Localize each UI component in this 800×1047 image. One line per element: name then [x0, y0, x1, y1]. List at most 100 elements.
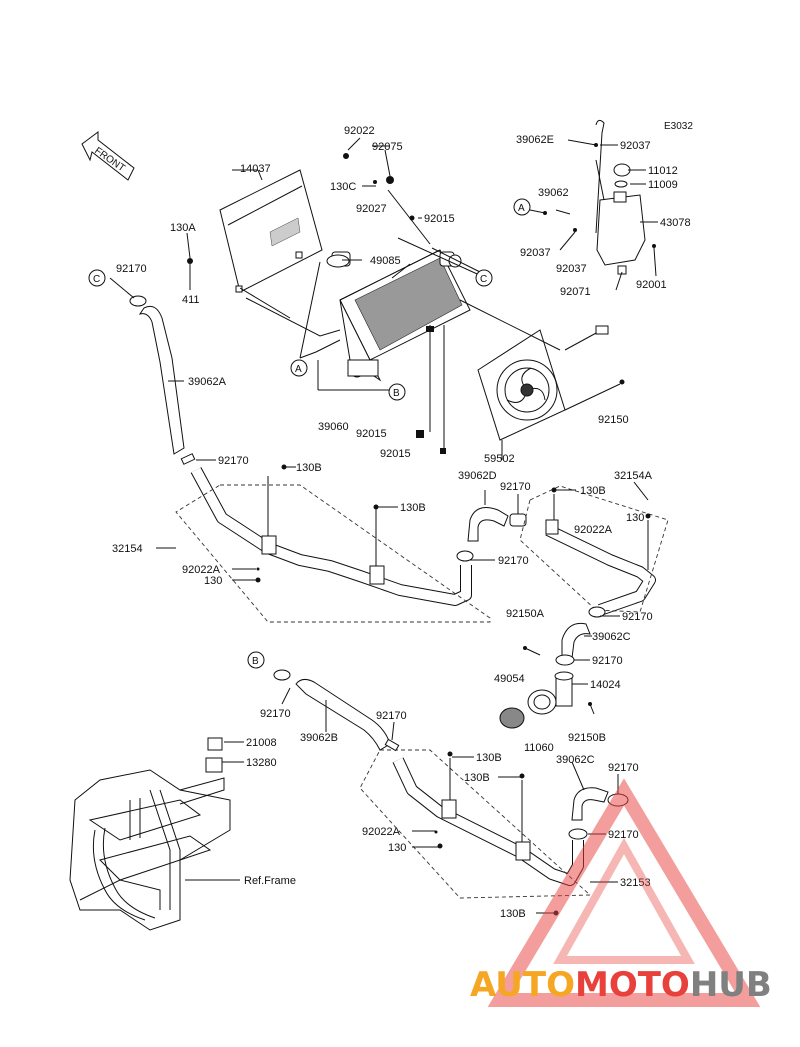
label-13280: 13280	[246, 757, 277, 769]
label-92170-d: 92170	[500, 481, 531, 493]
label-92170-mid: 92170	[218, 455, 249, 467]
label-21008: 21008	[246, 737, 277, 749]
clip-21008	[207, 737, 223, 751]
front-arrow-icon: FRONT	[81, 131, 135, 181]
label-130-3: 130	[388, 842, 406, 854]
label-32154A: 32154A	[614, 470, 653, 482]
label-49054: 49054	[494, 673, 525, 685]
label-92037-b: 92037	[520, 247, 551, 259]
hose-39062B	[295, 678, 391, 751]
label-14037: 14037	[240, 163, 271, 175]
callout-c-left: C	[88, 269, 106, 287]
radiator-cap	[326, 254, 350, 268]
label-39062: 39062	[538, 187, 569, 199]
label-92075: 92075	[372, 141, 403, 153]
svg-text:A: A	[295, 364, 302, 375]
label-49085: 49085	[370, 255, 401, 267]
leader-lines	[109, 137, 658, 914]
label-92150: 92150	[598, 414, 629, 426]
label-39062C-2: 39062C	[556, 754, 595, 766]
watermark-part1: AUTO	[470, 965, 575, 1005]
label-130B-5: 130B	[464, 772, 490, 784]
label-92150B: 92150B	[568, 732, 606, 744]
pipe-32154A	[545, 519, 656, 616]
label-92150A: 92150A	[506, 608, 545, 620]
svg-text:C: C	[93, 274, 100, 285]
label-92015-bot: 92015	[380, 448, 411, 460]
svg-text:C: C	[480, 274, 487, 285]
label-92170-j: 92170	[608, 762, 639, 774]
label-130C: 130C	[330, 181, 356, 193]
thermostat-49054	[499, 707, 525, 729]
label-92170-f: 92170	[622, 611, 653, 623]
clamp-92170-c	[129, 295, 147, 307]
watermark-part2: MOTO	[575, 965, 690, 1005]
hose-39062C-lower	[571, 787, 609, 821]
cooling-fan	[477, 325, 609, 441]
hose-39062D	[467, 507, 509, 542]
watermark-logo	[487, 778, 761, 1007]
thermostat-housing	[554, 671, 574, 707]
label-92071: 92071	[560, 286, 591, 298]
label-92022A-2: 92022A	[574, 524, 613, 536]
label-130B-3: 130B	[580, 485, 606, 497]
label-92015-mid: 92015	[356, 428, 387, 440]
label-92001: 92001	[636, 279, 667, 291]
watermark-part3: HUB	[690, 965, 772, 1005]
label-92170-c: 92170	[116, 263, 147, 275]
label-39062B: 39062B	[300, 732, 338, 744]
hose-39062C-upper	[561, 622, 591, 659]
label-32154: 32154	[112, 543, 143, 555]
radiator-core	[331, 249, 471, 382]
reservoir-tank	[595, 119, 646, 275]
label-39062A: 39062A	[188, 376, 227, 388]
watermark-text: AUTOMOTOHUB	[470, 965, 772, 1005]
label-130A: 130A	[170, 222, 196, 234]
label-130B-2: 130B	[400, 502, 426, 514]
part-labels: 14037 130A 411 92022 92075 130C 92027 92…	[112, 125, 691, 920]
label-130-2: 130	[626, 512, 644, 524]
label-92170-g: 92170	[592, 655, 623, 667]
label-92022A-3: 92022A	[362, 826, 401, 838]
svg-text:B: B	[393, 388, 400, 399]
svg-text:A: A	[518, 203, 525, 214]
fastener-dots	[187, 143, 656, 916]
label-130B-4: 130B	[476, 752, 502, 764]
clip-13280	[205, 757, 223, 773]
label-39062E: 39062E	[516, 134, 554, 146]
label-411: 411	[182, 294, 200, 306]
label-11009: 11009	[648, 179, 678, 191]
label-59502: 59502	[484, 453, 515, 465]
svg-text:B: B	[252, 656, 259, 667]
callout-b-low: B	[247, 651, 265, 669]
ref-frame	[69, 769, 231, 931]
label-14024: 14024	[590, 679, 621, 691]
label-130B-1: 130B	[296, 462, 322, 474]
ref-frame-label: Ref.Frame	[244, 875, 296, 887]
label-11012: 11012	[648, 165, 678, 177]
label-92170-h: 92170	[260, 708, 291, 720]
label-92022A-1: 92022A	[182, 564, 221, 576]
radiator-screen	[219, 169, 323, 293]
label-11060: 11060	[524, 742, 554, 754]
label-92170-e: 92170	[498, 555, 529, 567]
hose-39062A	[138, 305, 185, 455]
label-92037-a: 92037	[620, 140, 651, 152]
label-130-1: 130	[204, 575, 222, 587]
label-39060: 39060	[318, 421, 349, 433]
label-92037-c: 92037	[556, 263, 587, 275]
callout-a-mid: A	[290, 359, 308, 377]
label-92022-top: 92022	[344, 125, 375, 137]
callout-b-mid: B	[388, 383, 406, 401]
label-92170-k: 92170	[608, 829, 639, 841]
callout-c-top: C	[475, 269, 493, 287]
label-92015-top: 92015	[424, 213, 455, 225]
label-43078: 43078	[660, 217, 691, 229]
label-130B-6: 130B	[500, 908, 526, 920]
label-92170-i: 92170	[376, 710, 407, 722]
diagram-code: E3032	[664, 121, 693, 132]
label-39062D: 39062D	[458, 470, 497, 482]
label-32153: 32153	[620, 877, 651, 889]
label-92027: 92027	[356, 203, 387, 215]
